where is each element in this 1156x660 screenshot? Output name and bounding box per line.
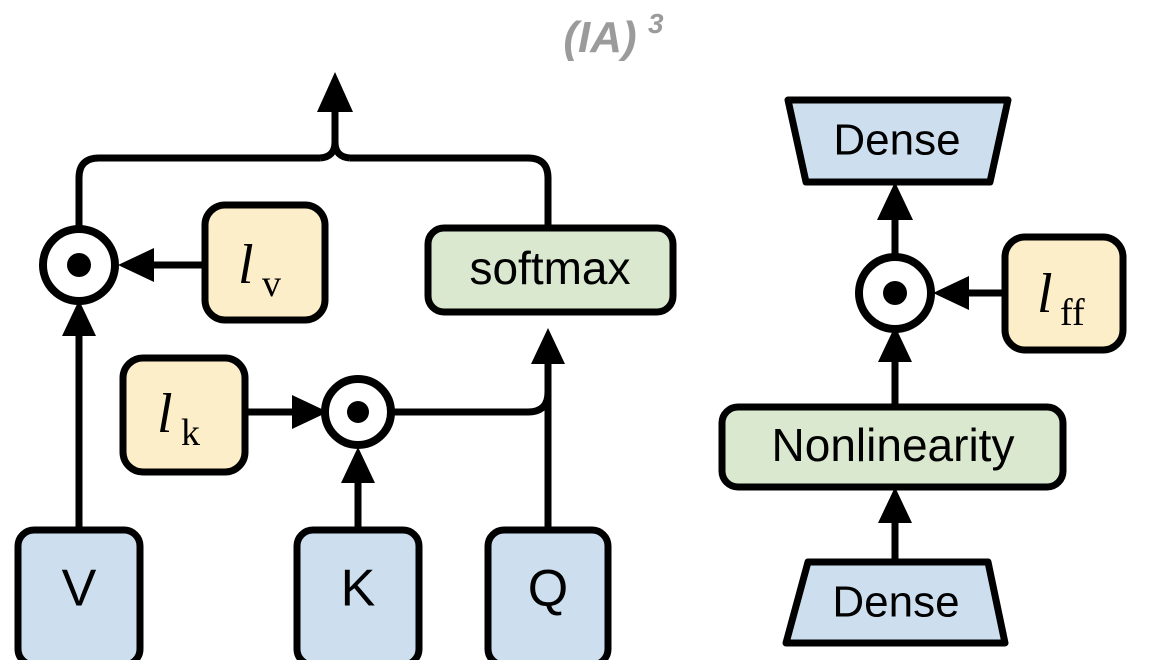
edge-lk-to-mul-k bbox=[245, 395, 328, 429]
edge-mul-v-to-junction bbox=[75, 154, 320, 228]
op-multiply-ff-icon bbox=[855, 253, 935, 333]
edge-softmax-to-junction bbox=[350, 154, 552, 228]
op-multiply-k-icon bbox=[321, 375, 395, 449]
node-l-ff-symbol: l bbox=[1037, 263, 1053, 325]
node-softmax-label: softmax bbox=[469, 242, 630, 294]
node-l-ff-subscript: ff bbox=[1060, 292, 1085, 334]
node-l-v-symbol: l bbox=[238, 234, 254, 296]
node-v[interactable]: V bbox=[14, 526, 144, 660]
node-nonlinearity[interactable]: Nonlinearity bbox=[718, 403, 1067, 491]
node-l-k[interactable]: l k bbox=[119, 354, 249, 476]
edge-l-ff-to-mul-ff bbox=[933, 276, 1005, 310]
edge-k-to-mul-k bbox=[341, 447, 375, 530]
edge-v-to-mul-v bbox=[62, 300, 96, 530]
edge-attention-output bbox=[317, 72, 353, 162]
edge-mul-ff-to-dense-out bbox=[877, 182, 913, 257]
node-l-ff[interactable]: l ff bbox=[1001, 233, 1127, 354]
node-l-v-subscript: v bbox=[262, 263, 281, 305]
node-dense-out-label: Dense bbox=[833, 116, 960, 165]
edge-nonlinearity-to-mul-ff bbox=[878, 326, 912, 407]
node-k-label: K bbox=[341, 560, 376, 618]
title-exponent: 3 bbox=[648, 8, 664, 39]
node-l-v[interactable]: l v bbox=[201, 201, 329, 324]
diagram-title: (IA) 3 bbox=[563, 8, 664, 62]
edge-q-to-softmax bbox=[531, 328, 565, 530]
node-dense-out[interactable]: Dense bbox=[784, 96, 1012, 186]
node-dense-in[interactable]: Dense bbox=[782, 558, 1009, 647]
edge-mul-k-to-softmax bbox=[390, 360, 552, 416]
edge-lv-to-mul-v bbox=[118, 248, 205, 282]
node-nonlinearity-label: Nonlinearity bbox=[772, 419, 1015, 471]
edge-dense-in-to-nonlinearity bbox=[878, 487, 912, 570]
node-q-label: Q bbox=[528, 560, 568, 618]
node-v-label: V bbox=[62, 560, 97, 618]
node-dense-in-label: Dense bbox=[832, 578, 959, 627]
node-q[interactable]: Q bbox=[484, 526, 612, 660]
title-base: (IA) bbox=[563, 13, 636, 62]
node-softmax[interactable]: softmax bbox=[424, 224, 677, 316]
node-l-k-symbol: l bbox=[157, 383, 173, 445]
node-l-k-subscript: k bbox=[181, 412, 200, 454]
node-k[interactable]: K bbox=[293, 526, 423, 660]
op-multiply-v-icon bbox=[39, 225, 119, 305]
